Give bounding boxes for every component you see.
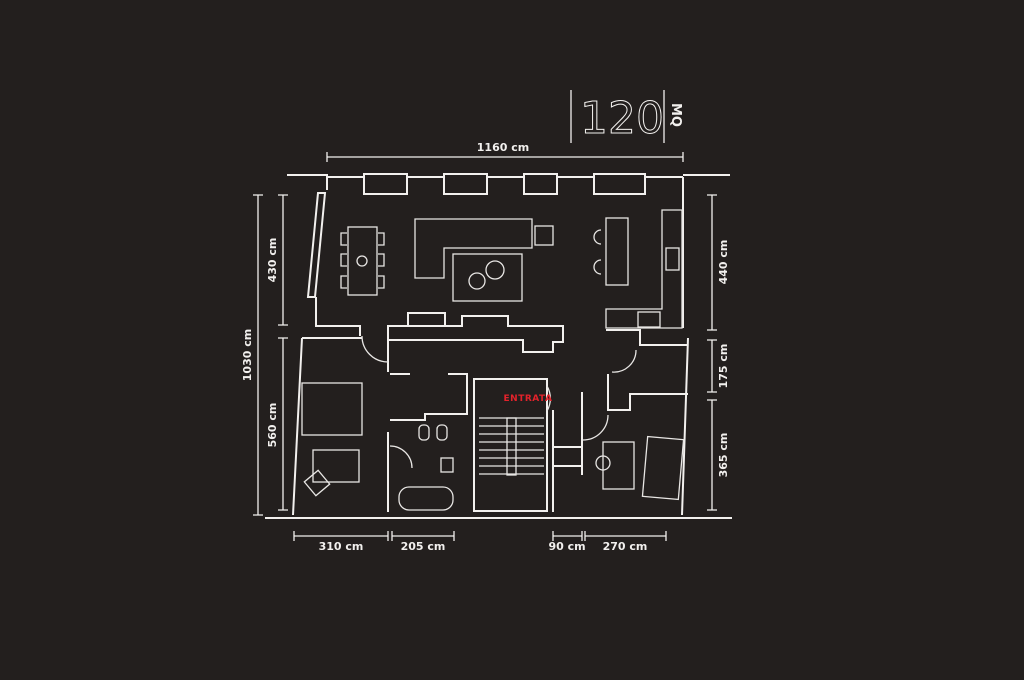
window <box>363 173 408 195</box>
entrance-door-swing <box>546 385 551 412</box>
dining-chairs <box>340 232 385 289</box>
central-wall-unit <box>387 315 564 353</box>
top-wall <box>287 174 730 190</box>
lamp-icon <box>356 255 368 267</box>
kitchen-island <box>605 217 629 286</box>
furniture <box>301 209 685 511</box>
double-bed <box>301 382 363 436</box>
stair-core <box>473 378 548 512</box>
sink-icon <box>665 247 680 271</box>
single-bed <box>641 435 685 501</box>
dim-label-left-upper: 430 cm <box>266 238 279 283</box>
dim-right-lower <box>707 399 717 511</box>
dim-label-bottom-bath: 205 cm <box>401 540 446 553</box>
pouf <box>485 260 505 280</box>
dim-left-lower <box>278 337 288 511</box>
washbasin <box>440 457 454 473</box>
door-swing <box>611 349 637 373</box>
walls <box>265 173 732 519</box>
area-unit: MQ <box>668 103 683 127</box>
coffee-table <box>452 253 523 302</box>
corridor-walls <box>552 392 583 512</box>
stool <box>595 455 611 471</box>
dim-top <box>326 152 684 162</box>
area-value: 120 <box>580 93 664 144</box>
dining-table <box>347 226 378 296</box>
dim-label-left-total: 1030 cm <box>241 329 254 381</box>
desk <box>312 449 360 483</box>
chair <box>303 469 331 497</box>
kitchen-counter <box>605 209 683 329</box>
dim-label-right-lower: 365 cm <box>717 433 730 478</box>
entrance-label: ENTRATA <box>504 394 553 404</box>
dim-right-upper <box>707 194 717 331</box>
window <box>443 173 488 195</box>
pouf <box>468 272 486 290</box>
living-walls <box>315 177 684 336</box>
window <box>593 173 646 195</box>
dim-bottom-corridor <box>552 531 583 541</box>
dim-label-bottom-corridor: 90 cm <box>548 540 585 553</box>
bidet <box>436 424 448 441</box>
dimension-lines <box>253 152 717 541</box>
toilet <box>418 424 430 441</box>
dim-left-total <box>253 194 263 516</box>
fireplace <box>407 312 446 326</box>
room-table <box>602 441 635 490</box>
dim-bottom-bedroom <box>293 531 389 541</box>
outer-walls-lower <box>292 337 689 516</box>
dim-label-bottom-room: 270 cm <box>603 540 648 553</box>
door-swing <box>582 414 609 441</box>
dim-label-right-middle: 175 cm <box>717 344 730 389</box>
stove-icon <box>637 311 661 328</box>
guitar-icon <box>534 225 554 246</box>
bathtub <box>398 486 454 511</box>
door-swing <box>389 445 413 469</box>
right-room-walls <box>606 329 688 411</box>
dim-right-middle <box>707 339 717 393</box>
window <box>523 173 558 195</box>
door-swing <box>361 335 389 363</box>
dim-bottom-room <box>584 531 667 541</box>
dim-bottom-bath <box>391 531 455 541</box>
stair-well <box>506 417 517 476</box>
area-title: 120 MQ <box>570 90 683 145</box>
dim-label-left-lower: 560 cm <box>266 403 279 448</box>
dim-left-upper <box>278 194 288 326</box>
stair-treads <box>479 417 544 475</box>
bathroom-walls <box>387 340 468 512</box>
sofa <box>414 218 533 279</box>
bar-stools <box>593 229 602 275</box>
left-column <box>306 192 327 298</box>
dim-label-top: 1160 cm <box>477 141 529 154</box>
dimension-labels: 1160 cm 1030 cm 430 cm 560 cm 440 cm 175… <box>241 141 730 553</box>
dim-label-bottom-bedroom: 310 cm <box>319 540 364 553</box>
dim-label-right-upper: 440 cm <box>717 240 730 285</box>
